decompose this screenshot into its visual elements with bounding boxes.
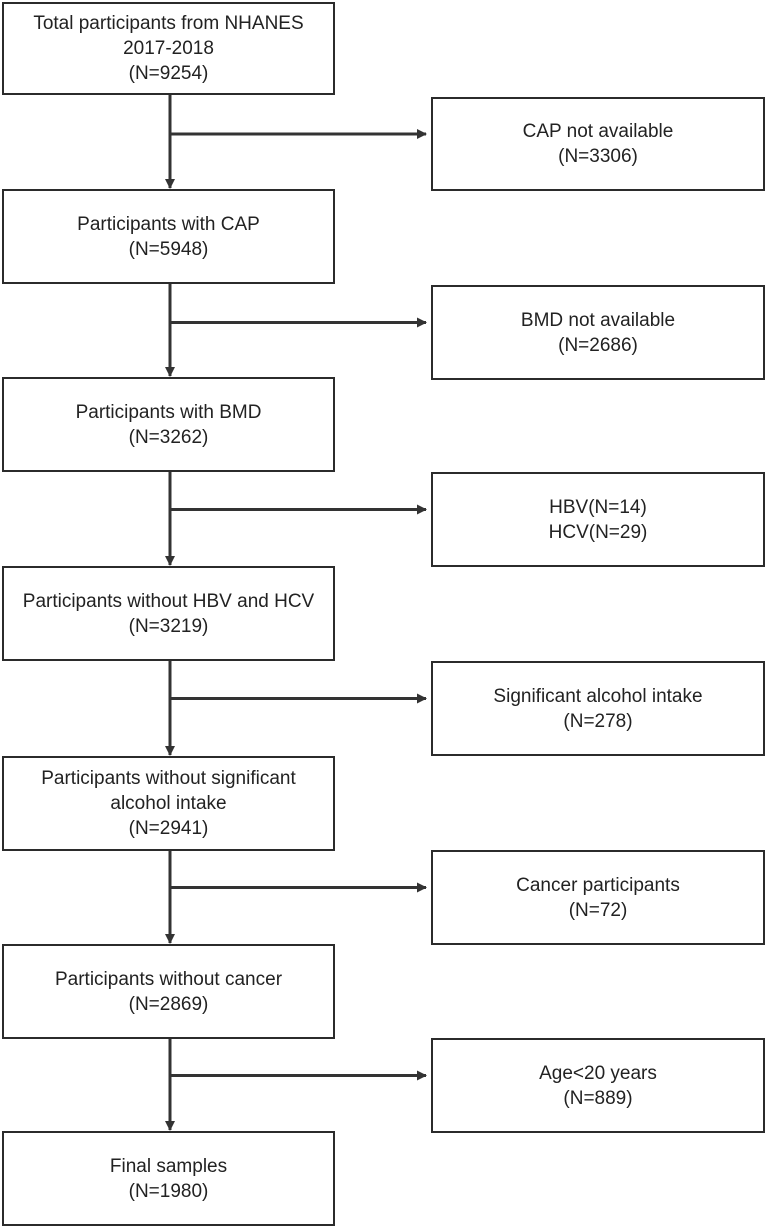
exclusion-title: CAP not available [522, 121, 674, 142]
exclusion-box-bmd-not-available: BMD not available (N=2686) [431, 285, 765, 380]
exclusion-title: BMD not available [520, 309, 676, 331]
step-count: (N=5948) [128, 238, 209, 260]
step-title: Total participants from NHANES 2017-2018 [33, 13, 304, 59]
exclusion-box-hbv-hcv: HBV(N=14) HCV(N=29) [431, 472, 765, 567]
exclusion-hcv: HCV(N=29) [548, 521, 648, 543]
step-title: Participants without cancer [54, 968, 283, 990]
exclusion-title: Cancer participants [516, 874, 680, 896]
step-count: (N=2941) [128, 818, 209, 839]
exclusion-box-age: Age<20 years (N=889) [431, 1038, 765, 1133]
exclusion-box-significant-alcohol: Significant alcohol intake (N=278) [431, 661, 765, 756]
step-count: (N=3219) [128, 615, 209, 637]
step-title: Final samples [109, 1155, 228, 1177]
step-title: Participants with BMD [75, 401, 262, 423]
step-title: Participants without significant alcohol… [41, 768, 296, 814]
step-count: (N=1980) [128, 1180, 209, 1202]
exclusion-hbv: HBV(N=14) [549, 496, 647, 518]
exclusion-title: Age<20 years [539, 1062, 657, 1084]
exclusion-title: Significant alcohol intake [493, 685, 703, 707]
step-box-with-cap: Participants with CAP (N=5948) [2, 189, 335, 284]
step-count: (N=3262) [128, 426, 209, 448]
step-box-final-samples: Final samples (N=1980) [2, 1131, 335, 1226]
step-title: Participants without HBV and HCV [22, 590, 315, 612]
step-count: (N=2869) [128, 993, 209, 1015]
exclusion-box-cap-not-available: CAP not available (N=3306) [431, 97, 765, 191]
step-count: (N=9254) [128, 63, 209, 84]
step-box-without-alcohol: Participants without significant alcohol… [2, 756, 335, 851]
step-box-with-bmd: Participants with BMD (N=3262) [2, 377, 335, 472]
step-box-without-hbv-hcv: Participants without HBV and HCV (N=3219… [2, 566, 335, 661]
step-box-without-cancer: Participants without cancer (N=2869) [2, 944, 335, 1039]
exclusion-count: (N=2686) [558, 334, 638, 356]
step-box-total-participants: Total participants from NHANES 2017-2018… [2, 2, 335, 95]
exclusion-count: (N=278) [563, 710, 633, 732]
exclusion-count: (N=889) [563, 1087, 633, 1109]
exclusion-count: (N=72) [568, 899, 628, 921]
exclusion-box-cancer: Cancer participants (N=72) [431, 850, 765, 945]
exclusion-count: (N=3306) [558, 146, 638, 167]
step-title: Participants with CAP [77, 213, 260, 235]
